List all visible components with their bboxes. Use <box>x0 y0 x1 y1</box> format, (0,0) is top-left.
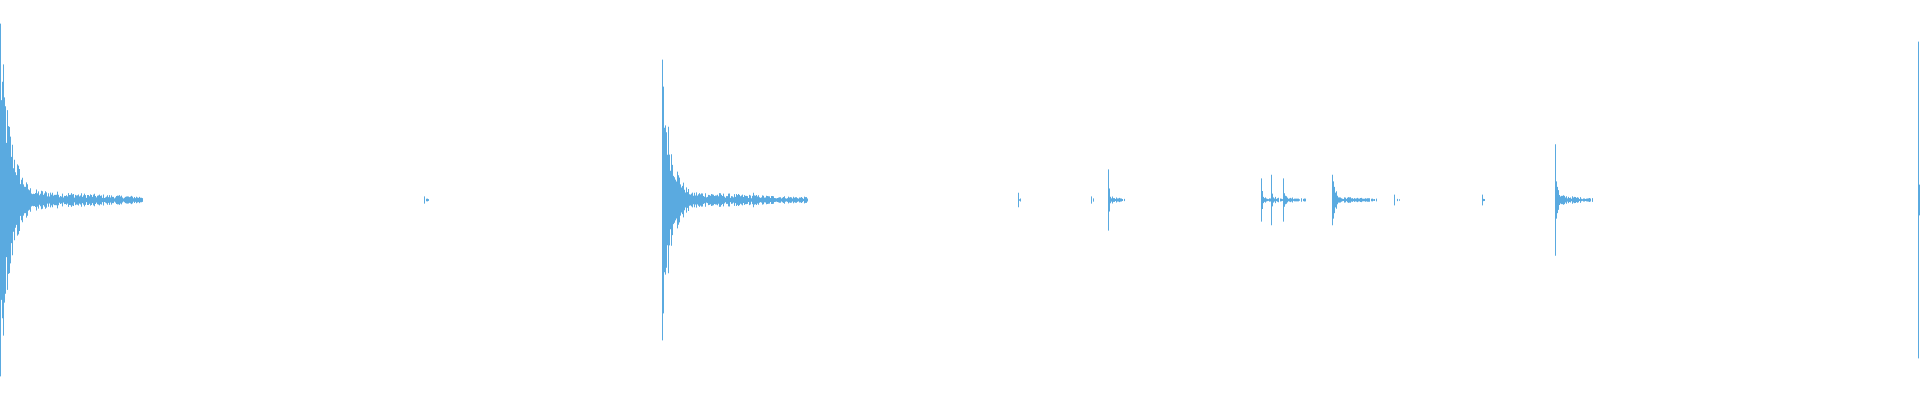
waveform-bars <box>0 23 1920 377</box>
